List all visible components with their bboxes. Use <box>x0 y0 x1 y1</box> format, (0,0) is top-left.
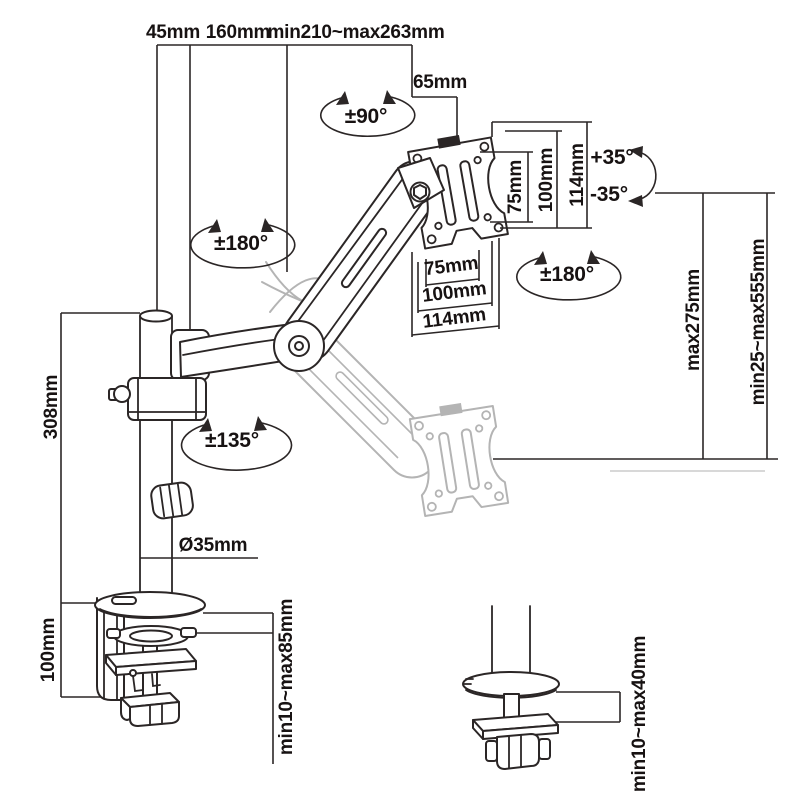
rotation-vesa: ±180° <box>516 250 622 301</box>
dim-label-min10-max85: min10~max85mm <box>276 599 297 755</box>
desk-clamp <box>94 591 206 727</box>
dim-label-308mm: 308mm <box>41 375 62 440</box>
dim-pole-diameter: Ø35mm <box>140 535 258 559</box>
dim-grommet-thickness: min10~max40mm <box>553 636 650 792</box>
dim-label-65mm: 65mm <box>413 72 467 93</box>
dim-label-vesa-bottom-75: 75mm <box>423 253 479 280</box>
dim-label-clamp-100mm: 100mm <box>38 618 59 683</box>
dim-label-min25-max555: min25~max555mm <box>748 239 769 406</box>
dim-label-reach: min210~max263mm <box>267 22 444 43</box>
dim-label-45mm: 45mm <box>146 22 200 43</box>
pole-collar <box>108 377 207 421</box>
label-rotate-upper-arm: ±180° <box>214 232 268 255</box>
rotation-lower-arm: ±135° <box>180 416 293 471</box>
dim-label-vesa-side-100: 100mm <box>536 148 557 213</box>
tilt-annotation: +35° -35° <box>590 146 657 207</box>
dim-head-65: 65mm <box>412 72 467 144</box>
label-tilt-up: +35° <box>590 146 633 169</box>
dim-label-160mm: 160mm <box>206 22 271 43</box>
dim-clamp-thickness: min10~max85mm <box>188 599 297 764</box>
dim-label-vesa-side-114: 114mm <box>567 143 588 206</box>
rotation-upper-arm: ±180° <box>190 218 296 269</box>
dim-label-min10-max40: min10~max40mm <box>629 636 650 792</box>
label-rotate-vesa: ±180° <box>540 263 594 286</box>
dim-height-range: max275mm min25~max555mm <box>493 192 778 472</box>
dim-pole-height: 308mm 100mm <box>38 312 140 698</box>
rotation-monitor: ±90° <box>319 90 416 138</box>
dim-label-vesa-side-75: 75mm <box>505 160 526 214</box>
label-rotate-monitor: ±90° <box>345 105 387 128</box>
height-adjust-knob <box>150 481 194 520</box>
dim-label-dia35: Ø35mm <box>179 535 248 556</box>
dim-label-vesa-bottom-100: 100mm <box>421 278 488 307</box>
arm-head-bracket <box>397 157 445 209</box>
dim-label-max275: max275mm <box>683 269 704 371</box>
label-rotate-lower-arm: ±135° <box>205 429 259 452</box>
dim-vesa-side: 75mm 100mm 114mm <box>480 121 592 229</box>
dim-vesa-bottom: 75mm 100mm 114mm <box>411 238 500 337</box>
label-tilt-down: -35° <box>590 183 628 206</box>
elbow-joint <box>273 320 325 372</box>
grommet-mount <box>462 605 560 770</box>
dim-top-chain: 45mm 160mm min210~max263mm <box>146 22 445 333</box>
gas-spring-arm <box>282 160 442 362</box>
